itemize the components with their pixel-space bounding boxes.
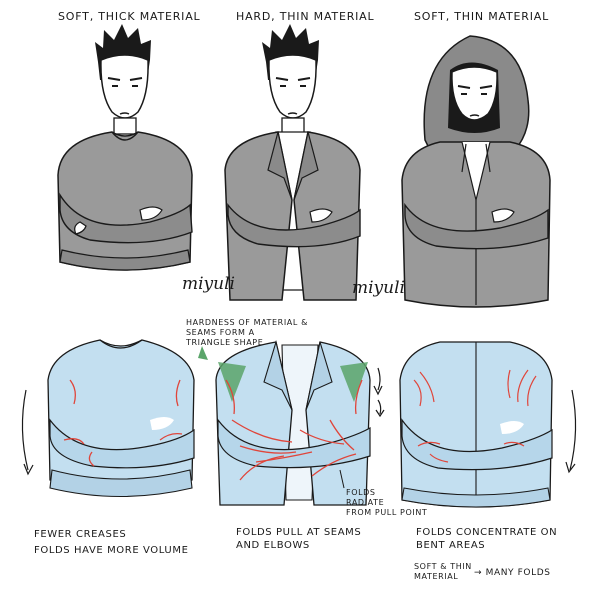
annotation-radiate-line-2: RADIATE: [346, 498, 385, 507]
annotation-hardness-line-1: HARDNESS OF MATERIAL &: [186, 318, 308, 327]
caption-hoodie-line-2: BENT AREAS: [416, 539, 486, 551]
annotation-hardness-line-3: TRIANGLE SHAPE: [186, 338, 264, 347]
column-title-2: HARD, THIN MATERIAL: [236, 10, 375, 23]
caption-sweater-line-2: FOLDS HAVE MORE VOLUME: [34, 545, 189, 556]
artist-signature-1: miyuli: [182, 274, 235, 294]
figure-sweater: [57, 24, 193, 271]
note-soft-thin-line-1: SOFT & THIN: [414, 562, 472, 571]
caption-blazer: FOLDS PULL AT SEAMS AND ELBOWS: [236, 527, 361, 552]
diagram-hoodie: [399, 341, 577, 508]
annotation-folds-radiate: FOLDS RADIATE FROM PULL POINT: [346, 488, 427, 518]
figure-hoodie: [401, 35, 551, 308]
column-title-1: SOFT, THICK MATERIAL: [58, 10, 201, 23]
annotation-hardness: HARDNESS OF MATERIAL & SEAMS FORM A TRIA…: [186, 318, 308, 348]
caption-blazer-line-1: FOLDS PULL AT SEAMS: [236, 527, 362, 538]
note-soft-thin-line-2: MATERIAL: [414, 572, 459, 581]
annotation-hardness-line-2: SEAMS FORM A: [186, 328, 255, 337]
caption-sweater-line-1: FEWER CREASES: [34, 529, 127, 540]
diagram-sweater: [21, 339, 195, 497]
caption-hoodie-line-1: FOLDS CONCENTRATE ON: [416, 527, 558, 538]
note-soft-thin: SOFT & THIN MATERIAL: [414, 562, 472, 582]
column-title-3: SOFT, THIN MATERIAL: [414, 10, 550, 23]
caption-sweater: FEWER CREASES FOLDS HAVE MORE VOLUME: [34, 527, 189, 559]
caption-hoodie: FOLDS CONCENTRATE ON BENT AREAS: [416, 527, 557, 552]
artist-signature-2: miyuli: [352, 278, 405, 298]
diagram-blazer: [198, 339, 385, 506]
caption-blazer-line-2: AND ELBOWS: [236, 539, 310, 551]
annotation-radiate-line-1: FOLDS: [346, 488, 376, 497]
note-many-folds: → MANY FOLDS: [474, 568, 551, 578]
figure-blazer: [224, 24, 361, 301]
annotation-radiate-line-3: FROM PULL POINT: [346, 508, 428, 517]
